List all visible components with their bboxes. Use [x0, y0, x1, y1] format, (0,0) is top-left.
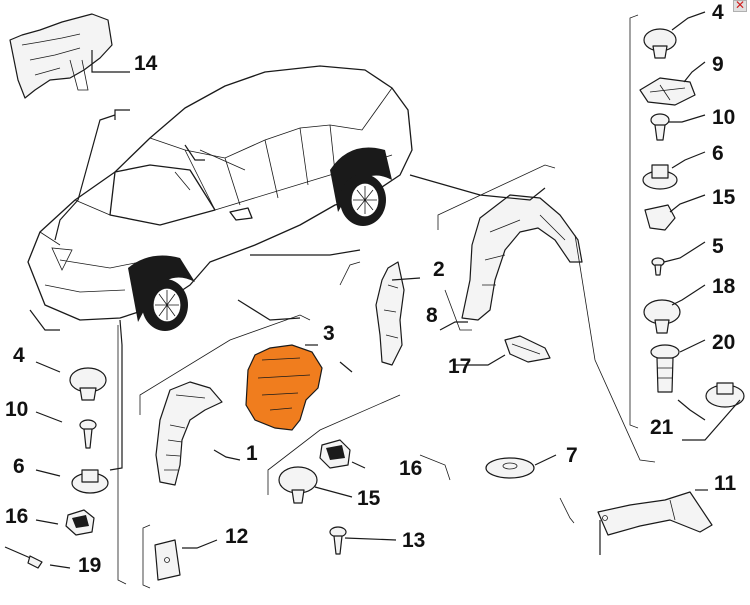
- part-10-screw-right: [650, 113, 670, 141]
- part-15-fastener-center: [278, 466, 318, 504]
- callout-21: 21: [650, 416, 674, 439]
- part-8-rear-liner: [461, 194, 583, 321]
- callout-14: 14: [134, 52, 158, 75]
- part-16-clip-center: [319, 439, 351, 469]
- part-5-screw-right: [651, 257, 665, 276]
- callout-13: 13: [402, 529, 425, 552]
- part-18-fastener-right: [643, 299, 681, 334]
- callout-15-right: 15: [712, 186, 736, 209]
- callout-8: 8: [426, 304, 438, 327]
- group-brackets: [117, 14, 656, 589]
- callout-1: 1: [246, 442, 258, 465]
- callout-20: 20: [712, 331, 735, 354]
- close-button[interactable]: ✕: [733, 0, 747, 12]
- part-12-plate: [154, 539, 181, 581]
- callout-10-right: 10: [712, 106, 735, 129]
- part-7-washer: [485, 457, 535, 479]
- callout-15-center: 15: [357, 487, 381, 510]
- part-3-wheel-arch-liner: [245, 344, 323, 431]
- callout-17: 17: [448, 355, 471, 378]
- callout-9: 9: [712, 53, 724, 76]
- part-17-bracket: [504, 335, 551, 363]
- part-2-strip: [375, 261, 405, 366]
- callout-11: 11: [714, 472, 737, 495]
- part-9-washer-right: [639, 77, 696, 106]
- part-4-fastener-left: [69, 367, 107, 401]
- callout-5: 5: [712, 235, 724, 258]
- part-4-fastener-right: [643, 28, 677, 59]
- part-19-pin: [4, 546, 43, 569]
- part-14-bracket: [9, 13, 113, 99]
- front-wheel: [128, 255, 195, 331]
- close-icon: ✕: [734, 0, 746, 12]
- part-6-nut-left: [71, 469, 109, 494]
- part-15-clip-right: [644, 204, 676, 231]
- callout-16-center: 16: [399, 457, 422, 480]
- callout-4-left: 4: [13, 344, 25, 367]
- callout-19: 19: [78, 554, 101, 577]
- callout-18: 18: [712, 275, 736, 298]
- part-1-liner: [155, 381, 223, 486]
- callout-numbers: 14 3 2 8 17 7 11 1 12 16 15 13 4 10 6 16…: [5, 1, 737, 577]
- callout-12: 12: [225, 525, 248, 548]
- callout-6-left: 6: [13, 455, 25, 478]
- callout-3: 3: [323, 322, 335, 345]
- callout-6-right: 6: [712, 142, 724, 165]
- part-13-screw-center: [329, 526, 347, 555]
- leader-lines: [29, 11, 741, 569]
- rear-wheel: [330, 147, 392, 226]
- part-10-screw-left: [79, 419, 97, 449]
- callout-16-left: 16: [5, 505, 28, 528]
- callout-7: 7: [566, 444, 578, 467]
- part-6-nut-right: [642, 164, 678, 190]
- callout-10-left: 10: [5, 398, 28, 421]
- part-11-trim: [597, 491, 713, 536]
- part-20-push-clip: [650, 344, 680, 393]
- part-16-clip-left: [65, 509, 95, 536]
- callout-2: 2: [433, 258, 445, 281]
- callout-4-right: 4: [712, 1, 724, 24]
- part-21-nut-right: [705, 382, 745, 408]
